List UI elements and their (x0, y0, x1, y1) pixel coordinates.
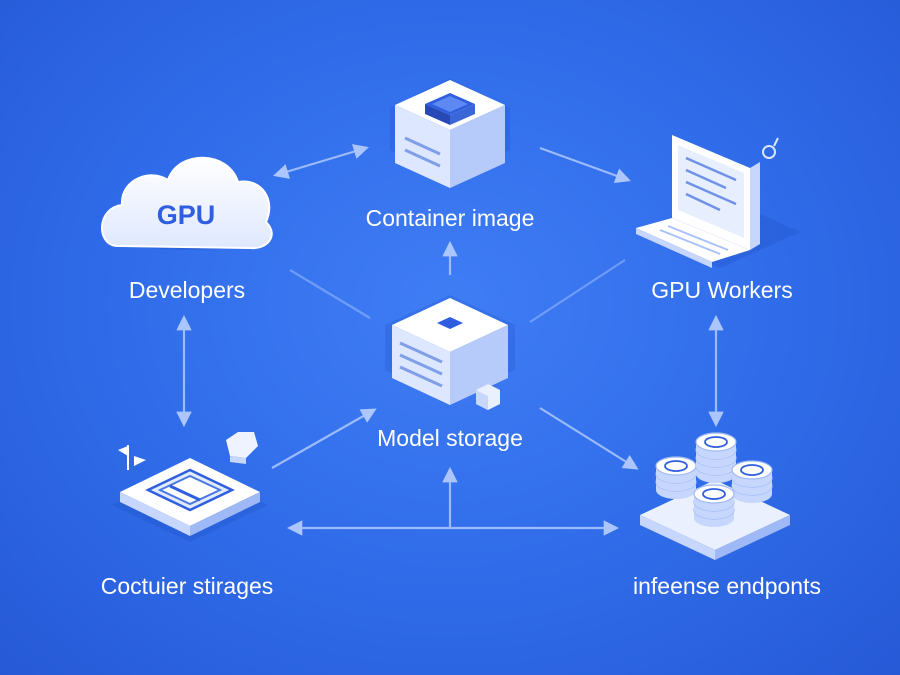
line-developers-model (289, 269, 371, 319)
coin-face (693, 484, 735, 504)
arrow-storages-model (271, 408, 377, 469)
gpu-workers-label: GPU Workers (651, 277, 792, 303)
coin-emblem (664, 460, 688, 472)
model-storage-label: Model storage (377, 425, 523, 451)
platform-board-icon (112, 432, 268, 542)
arrow-developers-container (273, 144, 369, 179)
storage-box-icon (385, 295, 515, 410)
developers-label: Developers (129, 277, 245, 303)
container-storages-label: Coctuier stirages (101, 573, 274, 599)
server-box-icon (390, 78, 510, 188)
container-image-label: Container image (366, 205, 535, 231)
inference-endpoints-label: infeense endponts (633, 573, 821, 599)
coin-stacks-icon (640, 432, 790, 560)
coin-face (731, 460, 773, 480)
coin-emblem (740, 464, 764, 476)
arrow-container-workers (539, 146, 631, 184)
laptop-icon (636, 135, 800, 268)
coin-emblem (704, 436, 728, 448)
cloud-icon: GPU (101, 156, 273, 250)
coin-face (655, 456, 697, 476)
coin-emblem (702, 488, 726, 500)
coin-face (695, 432, 737, 452)
connectors (176, 144, 724, 536)
cloud-label: GPU (157, 200, 216, 230)
arrow-model-endpoints (539, 407, 639, 470)
line-model-workers (529, 259, 626, 323)
